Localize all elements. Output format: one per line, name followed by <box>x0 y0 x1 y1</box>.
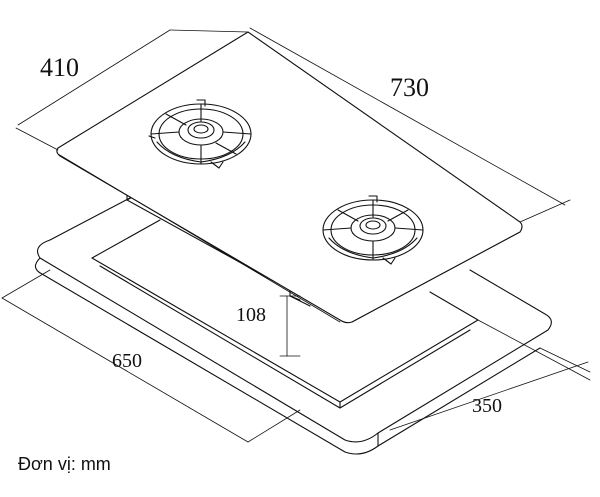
glass-top-plate <box>56 31 523 324</box>
dimension-lines <box>1 27 591 443</box>
depth-label: 410 <box>40 53 79 82</box>
burner-right <box>322 195 424 265</box>
burner-left <box>148 99 252 169</box>
countertop-cutout <box>34 189 552 455</box>
height-label: 108 <box>236 304 266 326</box>
cutout-depth-label: 350 <box>472 395 502 417</box>
unit-note: Đơn vị: mm <box>18 454 111 474</box>
cutout-width-label: 650 <box>112 350 142 372</box>
width-label: 730 <box>390 73 429 102</box>
